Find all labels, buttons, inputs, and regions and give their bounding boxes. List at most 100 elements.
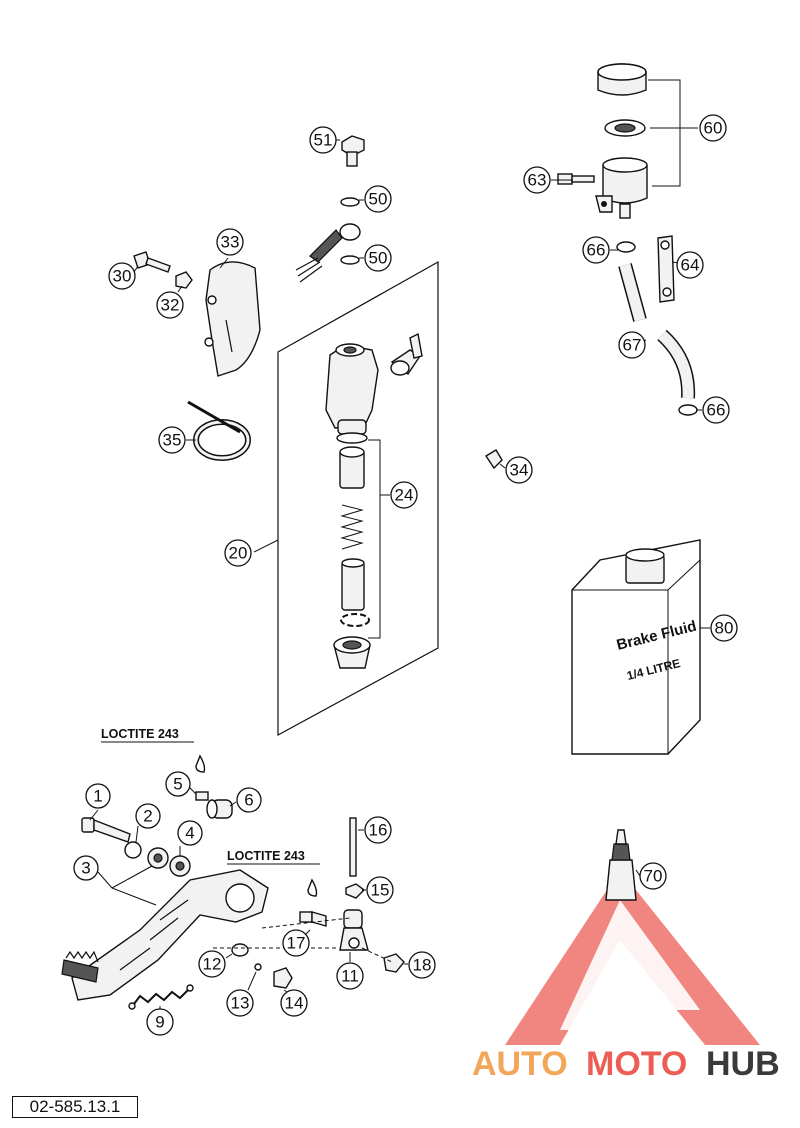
svg-text:15: 15 [371,881,390,900]
logo-text-moto: MOTO [586,1045,687,1083]
callout-18: 18 [408,951,436,979]
logo-text-hub: HUB [706,1045,780,1083]
master-cylinder-body [325,343,379,435]
svg-text:30: 30 [113,267,132,286]
callout-9: 9 [146,1008,174,1036]
heat-shield [204,261,261,377]
callout-60: 60 [699,114,727,142]
svg-text:12: 12 [203,955,222,974]
svg-text:1: 1 [93,787,102,806]
svg-text:4: 4 [185,824,194,843]
banjo-hose-fitting [295,223,361,283]
svg-text:33: 33 [221,233,240,252]
svg-text:16: 16 [369,821,388,840]
spring [340,504,364,550]
svg-text:80: 80 [715,619,734,638]
svg-text:50: 50 [369,190,388,209]
svg-text:6: 6 [244,791,253,810]
callout-3: 3 [73,855,99,881]
callout-11: 11 [336,962,364,990]
svg-text:63: 63 [528,171,547,190]
sealing-washer-upper [340,197,360,207]
callout-63: 63 [523,166,551,194]
svg-text:14: 14 [285,994,304,1013]
callout-70: 70 [639,862,667,890]
callout-32: 32 [156,291,184,319]
master-cylinder-group-frame [277,260,439,737]
callout-13: 13 [226,989,254,1017]
small-washer [254,963,262,971]
sealing-washer-lower [340,255,360,265]
svg-text:64: 64 [681,256,700,275]
svg-text:34: 34 [510,461,529,480]
callout-17: 17 [282,929,310,957]
svg-text:50: 50 [369,249,388,268]
banjo-bolt [341,135,365,167]
clip [485,449,503,470]
svg-text:66: 66 [587,241,606,260]
svg-text:18: 18 [413,956,432,975]
loctite-label-top: LOCTITE 243 [101,727,179,741]
reservoir-diaphragm [604,119,646,137]
svg-text:51: 51 [314,131,333,150]
svg-text:11: 11 [341,967,359,986]
svg-text:60: 60 [704,119,723,138]
callout-12: 12 [198,950,226,978]
callout-33: 33 [216,228,244,256]
logo-text-auto: AUTO [472,1045,568,1083]
automotohub-logo: AUTO MOTO HUB [472,870,780,1083]
pedal-bushings [147,847,191,877]
adjuster-bolt [299,911,327,927]
loctite-tube [605,829,637,901]
callout-50-lower: 50 [364,244,392,272]
callout-24: 24 [390,481,418,509]
piston-sleeve [339,446,365,489]
svg-text:32: 32 [161,296,180,315]
callout-64: 64 [676,251,704,279]
pedal-washer [124,841,142,859]
svg-text:20: 20 [229,544,248,563]
reservoir-screw [557,173,595,185]
callout-34: 34 [505,456,533,484]
circlip [340,613,370,627]
push-rod [349,817,357,877]
callout-14: 14 [280,989,308,1017]
svg-text:3: 3 [81,859,90,878]
callout-30: 30 [108,262,136,290]
small-screw [195,791,209,801]
return-spring [128,984,194,1010]
cable-tie [187,400,251,461]
loctite-drop-top [195,754,206,773]
callout-51: 51 [309,126,337,154]
loctite-drop-mid [307,878,318,897]
clevis [339,909,369,951]
loctite-label-mid: LOCTITE 243 [227,849,305,863]
svg-text:9: 9 [155,1013,164,1032]
svg-text:17: 17 [287,934,306,953]
clevis-nut [383,953,405,973]
callout-66-upper: 66 [582,236,610,264]
callout-6: 6 [236,787,262,813]
callout-4: 4 [177,820,203,846]
diagram-part-code: 02-585.13.1 [12,1096,138,1118]
callout-5: 5 [165,771,191,797]
piston [341,558,365,611]
reservoir-bracket [657,235,675,303]
callout-80: 80 [710,614,738,642]
callout-50-upper: 50 [364,185,392,213]
pedal-nut [273,967,293,989]
callout-1: 1 [85,783,111,809]
callout-15: 15 [366,876,394,904]
callout-67: 67 [618,331,646,359]
callout-2: 2 [135,803,161,829]
callout-66-lower: 66 [702,396,730,424]
brake-fluid-bottle: Brake Fluid 1/4 LITRE [571,539,701,755]
reservoir-hose [618,263,696,399]
svg-text:66: 66 [707,401,726,420]
svg-text:67: 67 [623,336,642,355]
pivot-bolt [81,817,131,843]
shield-bolt [133,251,171,273]
svg-text:5: 5 [173,775,182,794]
svg-text:70: 70 [644,867,663,886]
